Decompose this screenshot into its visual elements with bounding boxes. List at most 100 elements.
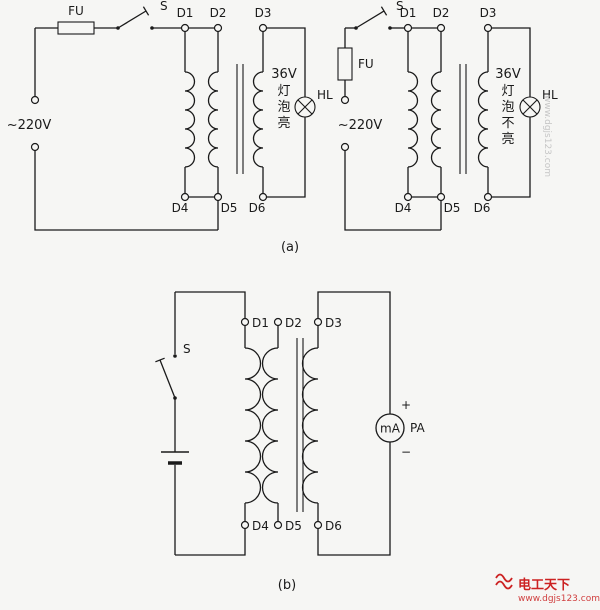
battery-symbol	[161, 451, 189, 465]
terminal-D1-label: D1	[177, 6, 194, 20]
lamp-cross	[297, 99, 313, 115]
winding-coil-2	[207, 71, 219, 168]
terminal-D1-label: D1	[400, 6, 417, 20]
terminal-D6-label: D6	[325, 519, 342, 533]
caption-b: (b)	[278, 578, 296, 593]
terminal-D3-label: D3	[325, 316, 342, 330]
terminal-D6	[258, 192, 268, 202]
switch-blade	[355, 10, 385, 29]
terminal-D4	[403, 192, 413, 202]
source-terminal	[30, 142, 40, 152]
ammeter-name-label: PA	[410, 421, 425, 435]
terminal-D5-label: D5	[221, 201, 238, 215]
terminal-D1	[240, 317, 250, 327]
terminal-D5-label: D5	[444, 201, 461, 215]
terminal-D2-label: D2	[210, 6, 227, 20]
lamp-note-char: 灯	[277, 84, 290, 99]
winding-coil-3	[477, 71, 489, 168]
terminal-D3	[483, 23, 493, 33]
terminal-D4-label: D4	[395, 201, 412, 215]
terminal-D3-label: D3	[480, 6, 497, 20]
watermark-right-side: www.dgjs123.com	[542, 95, 552, 177]
wire-bottom-rail	[344, 150, 441, 231]
watermark-url: www.dgjs123.com	[518, 594, 600, 604]
terminal-D4	[240, 520, 250, 530]
lamp-note: 36V 灯 泡 亮	[271, 67, 297, 131]
lamp-note-char: 灯	[501, 84, 514, 99]
lamp-label: HL	[317, 88, 333, 102]
watermark-brand-block: 电工天下 www.dgjs123.com	[495, 573, 600, 604]
winding-coil-1	[244, 347, 262, 504]
switch-handle-tick	[142, 6, 150, 16]
terminal-D5-label: D5	[285, 519, 302, 533]
switch-label: S	[396, 0, 404, 13]
knife-switch-symbol	[155, 354, 177, 400]
terminal-D4-label: D4	[172, 201, 189, 215]
terminal-D4	[180, 192, 190, 202]
wire-lamp-branch	[491, 27, 531, 97]
winding-coil-1	[184, 71, 196, 168]
lamp-note-char: 泡	[501, 100, 514, 115]
fuse-symbol	[337, 47, 353, 81]
wire-bottom-rail-right	[317, 442, 391, 556]
fuse-label: FU	[68, 4, 84, 18]
winding-coil-2	[261, 347, 279, 504]
terminal-D3	[258, 23, 268, 33]
ammeter-circle	[375, 413, 405, 443]
terminal-D6	[313, 520, 323, 530]
wire-top-rail-left	[175, 291, 246, 319]
watermark-logo-icon	[495, 573, 513, 590]
terminal-D6	[483, 192, 493, 202]
ammeter-minus-label: −	[401, 445, 411, 459]
terminal-D3-label: D3	[255, 6, 272, 20]
transformer-core	[459, 64, 467, 174]
terminal-D3	[313, 317, 323, 327]
fuse-symbol	[57, 21, 95, 35]
wire-lamp-branch	[491, 117, 531, 198]
terminal-D2	[213, 23, 223, 33]
source-terminal	[30, 95, 40, 105]
knife-switch-symbol	[116, 6, 154, 30]
switch-blade	[117, 10, 147, 29]
transformer-core	[236, 64, 244, 174]
terminal-D4-label: D4	[252, 519, 269, 533]
lamp-note-voltage: 36V	[495, 67, 521, 82]
source-voltage-label: ~220V	[7, 118, 52, 133]
fuse-label: FU	[358, 57, 374, 71]
source-terminal	[340, 95, 350, 105]
terminal-D2-label: D2	[285, 316, 302, 330]
terminal-D6-label: D6	[249, 201, 266, 215]
switch-contact-dot	[173, 354, 177, 358]
terminal-D2	[436, 23, 446, 33]
lamp-cross	[522, 99, 538, 115]
lamp-note-voltage: 36V	[271, 67, 297, 82]
wire-lamp-branch	[266, 117, 306, 198]
wire-bottom-rail	[34, 150, 218, 231]
circuit-b: S D1 D4 D2 D5 D3 D6	[155, 291, 425, 556]
winding-coil-3	[252, 71, 264, 168]
watermark-brand-name: 电工天下	[518, 577, 570, 593]
watermark-side-url: www.dgjs123.com	[542, 95, 552, 177]
terminal-D6-label: D6	[474, 201, 491, 215]
terminal-D2	[273, 317, 283, 327]
circuit-a-right: S FU ~220V D1 D4 D2 D5 D3	[337, 0, 558, 231]
switch-label: S	[183, 342, 191, 356]
terminal-D1	[403, 23, 413, 33]
lamp-symbol	[294, 96, 316, 118]
source-terminal	[340, 142, 350, 152]
lamp-note: 36V 灯 泡 不 亮	[495, 67, 521, 147]
circuit-a-left: FU S ~220V D1 D4 D2	[7, 0, 333, 231]
switch-label: S	[160, 0, 168, 13]
winding-coil-2	[430, 71, 442, 168]
terminal-D2-label: D2	[433, 6, 450, 20]
ammeter-unit-label: mA	[380, 422, 401, 436]
wire-lamp-branch	[266, 27, 306, 97]
switch-handle-tick	[155, 357, 165, 363]
terminal-D1-label: D1	[252, 316, 269, 330]
lamp-label: HL	[542, 88, 558, 102]
lamp-note-char: 泡	[277, 100, 290, 115]
lamp-symbol	[519, 96, 541, 118]
lamp-note-char: 不	[501, 116, 514, 131]
